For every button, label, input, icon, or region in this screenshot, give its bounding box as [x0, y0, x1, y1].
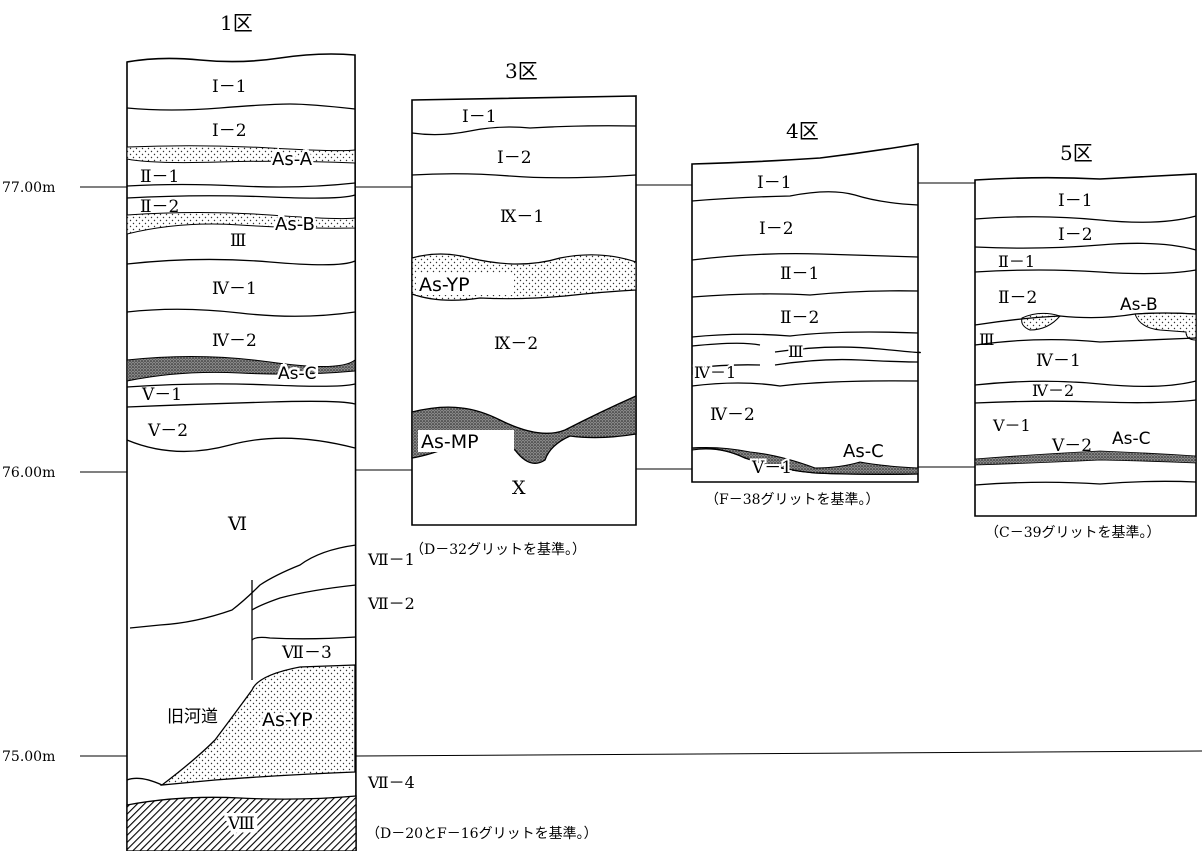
layer-label: Ⅰ－2 — [1058, 225, 1093, 245]
tephra-as-a-band — [126, 145, 356, 164]
tephra-labels: As-B As-C — [1110, 293, 1161, 452]
layer-boundaries — [974, 215, 1197, 486]
tephra-as-b-lens — [126, 212, 356, 235]
grid-note: （C－39グリットを基準。） — [985, 524, 1161, 541]
tephra-label: As-C — [278, 364, 317, 384]
grid-note: （F－38グリットを基準。） — [705, 491, 880, 508]
layer-label: Ⅳ－1 — [212, 279, 257, 299]
tephra-label: As-YP — [419, 274, 470, 296]
tephra-labels: As-A As-B As-C As-YP — [260, 147, 320, 734]
layer-labels: Ⅰ－1 Ⅰ－2 Ⅱ－1 Ⅱ－2 Ⅲ Ⅳ－1 Ⅳ－2 Ⅴ－1 Ⅴ－2 — [979, 191, 1093, 456]
layer-label: Ⅹ — [512, 477, 526, 499]
layer-label: Ⅱ－1 — [998, 252, 1035, 271]
layer-label: Ⅰ－1 — [212, 77, 247, 97]
layer-label: Ⅰ－1 — [462, 107, 497, 127]
layer-label: Ⅱ－2 — [140, 197, 179, 217]
tephra-label-bg — [416, 273, 514, 295]
layer-label: Ⅱ－1 — [780, 264, 819, 284]
layer-label: Ⅰ－2 — [212, 121, 247, 141]
tephra-label: As-C — [843, 441, 884, 462]
column-1: 1区 Ⅰ－1 Ⅰ－2 Ⅱ－1 Ⅱ－2 Ⅲ Ⅳ－1 — [126, 11, 598, 851]
layer-label: Ⅳ－1 — [694, 363, 736, 382]
column-title: 3区 — [505, 59, 538, 83]
layer-label: Ⅲ — [788, 342, 803, 361]
layer-8-hatched — [126, 795, 357, 851]
layer-label: Ⅶ－4 — [367, 773, 415, 792]
tephra-label: As-B — [275, 214, 315, 235]
layer-label: Ⅸ－1 — [500, 207, 544, 227]
column-outline — [974, 173, 1197, 517]
layer-label: Ⅱ－2 — [998, 288, 1037, 308]
ref-label-77: 77.00m — [2, 180, 55, 196]
tephra-label: As-C — [1112, 429, 1151, 449]
old-channel-label: 旧河道 — [167, 707, 218, 727]
grid-note: （D－32グリットを基準。） — [410, 541, 586, 558]
layer-label: Ⅴ－1 — [751, 458, 792, 478]
tephra-label: As-A — [272, 149, 313, 170]
tephra-label: As-MP — [421, 431, 479, 453]
column-outline — [126, 53, 357, 851]
layer-boundaries — [691, 191, 921, 475]
column-outline — [691, 143, 919, 483]
layer-label: Ⅲ — [230, 231, 246, 251]
layer-label: Ⅳ－2 — [1032, 381, 1074, 400]
layer-label: Ⅰ－2 — [497, 148, 532, 168]
layer-label: Ⅳ－2 — [710, 405, 755, 425]
tephra-label: As-YP — [262, 709, 313, 731]
layer-label: Ⅰ－1 — [757, 173, 792, 193]
layer-label: Ⅷ — [227, 814, 255, 834]
grid-note: （D－20とF－16グリットを基準。） — [366, 825, 598, 842]
layer-label: Ⅱ－1 — [140, 167, 179, 187]
column-title: 1区 — [220, 11, 253, 35]
layer-labels: Ⅰ－1 Ⅰ－2 Ⅱ－1 Ⅱ－2 Ⅲ Ⅳ－1 Ⅳ－2 Ⅴ－1 — [692, 173, 819, 480]
tephra-labels: As-YP As-MP — [416, 273, 514, 453]
column-title: 5区 — [1060, 141, 1093, 165]
layer-label: Ⅳ－1 — [1036, 351, 1081, 371]
layer-label: Ⅲ — [979, 330, 994, 349]
layer-labels: Ⅰ－1 Ⅰ－2 Ⅸ－1 Ⅸ－2 Ⅹ — [462, 107, 544, 499]
layer-label: Ⅶ－2 — [367, 594, 415, 613]
tephra-labels: As-C — [840, 438, 887, 465]
column-5: 5区 Ⅰ－1 Ⅰ－2 Ⅱ－1 Ⅱ－2 Ⅲ Ⅳ－1 Ⅳ－2 Ⅴ－1 Ⅴ－2 — [974, 141, 1197, 541]
column-3: 3区 Ⅰ－1 Ⅰ－2 Ⅸ－1 Ⅸ－2 Ⅹ As-YP As-MP （D－32グリ… — [410, 59, 637, 558]
column-title: 4区 — [786, 119, 819, 143]
layer-label: Ⅵ — [227, 513, 247, 535]
layer-label: Ⅳ－2 — [212, 331, 257, 351]
tephra-as-c-band — [126, 355, 356, 382]
layer-label: Ⅴ－1 — [992, 416, 1031, 435]
column-4: 4区 Ⅰ－1 Ⅰ－2 Ⅱ－1 Ⅱ－2 Ⅲ Ⅳ－1 Ⅳ－2 Ⅴ－1 As-C （F… — [691, 119, 921, 508]
ref-label-75: 75.00m — [2, 749, 55, 765]
tephra-label-bg — [418, 430, 514, 452]
layer-label: Ⅰ－1 — [1058, 191, 1093, 211]
layer-labels: Ⅰ－1 Ⅰ－2 Ⅱ－1 Ⅱ－2 Ⅲ Ⅳ－1 Ⅳ－2 Ⅴ－1 Ⅴ－2 Ⅵ Ⅶ－1 … — [140, 77, 415, 838]
layer-label: Ⅴ－2 — [1051, 436, 1092, 456]
tephra-as-yp-fill — [159, 664, 356, 786]
layer-label: Ⅰ－2 — [759, 219, 794, 239]
layer-label: Ⅴ－2 — [147, 421, 188, 441]
tephra-as-c-band — [974, 450, 1197, 466]
layer-label: Ⅱ－2 — [780, 308, 819, 328]
layer-label: Ⅴ－1 — [141, 385, 182, 405]
tephra-label: As-B — [1120, 295, 1158, 315]
layer-boundaries — [411, 125, 637, 179]
layer-boundaries — [126, 103, 357, 786]
layer-label: Ⅶ－1 — [367, 550, 415, 569]
layer-label: Ⅸ－2 — [494, 334, 538, 354]
ref-label-76: 76.00m — [2, 465, 55, 481]
reference-lines: 77.00m 76.00m 75.00m — [2, 180, 1202, 765]
layer-label: Ⅶ－3 — [281, 643, 332, 663]
